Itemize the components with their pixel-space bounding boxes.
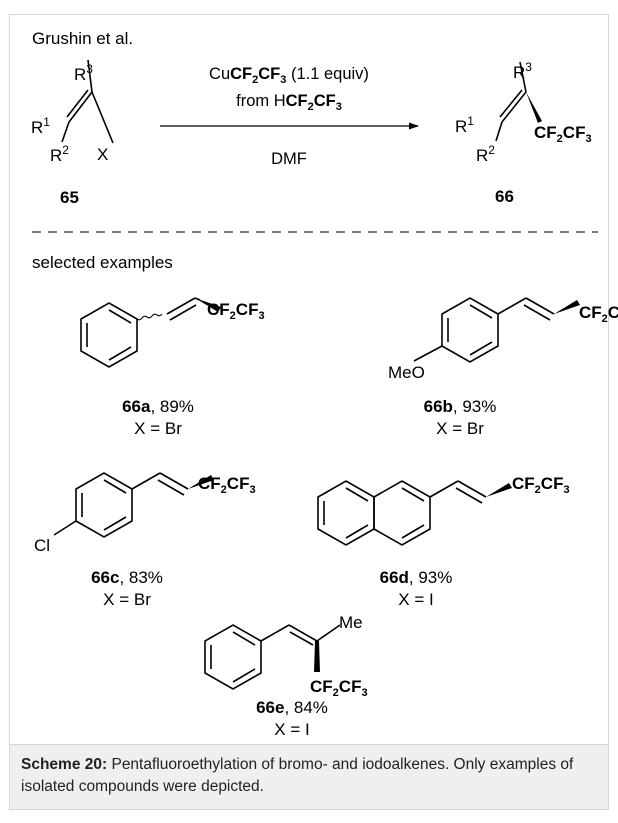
- compound-id-66b: 66b: [424, 397, 453, 416]
- reagent-text: CuCF2CF3 (1.1 equiv) from HCF2CF3 DMF: [209, 65, 369, 168]
- svg-text:66b, 93%: 66b, 93%: [424, 397, 497, 416]
- product-66-labels: R3 R1 CF2CF3 R2 66: [455, 60, 592, 206]
- svg-text:X = I: X = I: [398, 590, 433, 609]
- structure-66e: [204, 624, 341, 690]
- compound-id-66e: 66e: [256, 698, 284, 717]
- caption-text: Scheme 20: Pentafluoroethylation of brom…: [21, 754, 601, 798]
- svg-text:R1: R1: [455, 114, 474, 136]
- svg-text:66a, 89%: 66a, 89%: [122, 397, 194, 416]
- structure-66b: [413, 297, 555, 363]
- structure-66c: [53, 472, 189, 538]
- compound-id-66c: 66c: [91, 568, 119, 587]
- svg-text:X: X: [97, 145, 108, 164]
- svg-text:R1: R1: [31, 115, 50, 137]
- substituent-meo: MeO: [388, 363, 425, 382]
- svg-text:CF2CF3: CF2CF3: [534, 123, 592, 145]
- starting-material-65-labels: R3 R1 X R2 65: [31, 62, 108, 207]
- svg-text:CuCF2CF3 (1.1 equiv): CuCF2CF3 (1.1 equiv): [209, 65, 369, 86]
- scheme-panel: [9, 14, 609, 744]
- substituent-cl: Cl: [34, 536, 50, 555]
- solvent: DMF: [271, 150, 307, 168]
- scheme-drawing: Grushin et al. R3 R1 X R2 65 CuCF2CF3 (1…: [31, 29, 618, 739]
- examples-heading: selected examples: [32, 253, 173, 272]
- svg-text:R3: R3: [74, 62, 93, 84]
- caption-label: Scheme 20:: [21, 756, 108, 773]
- svg-text:R2: R2: [476, 143, 495, 165]
- group-66c: CF2CF3: [198, 474, 256, 496]
- compound-id-66a: 66a: [122, 397, 151, 416]
- group-66e: CF2CF3: [310, 677, 368, 699]
- svg-text:66c, 83%: 66c, 83%: [91, 568, 163, 587]
- product-66: [495, 61, 527, 142]
- svg-text:66e, 84%: 66e, 84%: [256, 698, 328, 717]
- starting-material-65: [61, 59, 114, 144]
- group-66d: CF2CF3: [512, 474, 570, 496]
- substituent-me: Me: [339, 613, 363, 632]
- compound-id-66: 66: [495, 187, 514, 206]
- svg-text:R2: R2: [50, 143, 69, 165]
- svg-text:66d, 93%: 66d, 93%: [380, 568, 453, 587]
- caption-box: Scheme 20: Pentafluoroethylation of brom…: [9, 744, 609, 810]
- svg-text:R3: R3: [513, 60, 532, 82]
- svg-text:X = Br: X = Br: [134, 419, 182, 438]
- group-66b: CF2CF3: [579, 303, 618, 325]
- group-66a: CF2CF3: [207, 300, 265, 322]
- svg-text:X = Br: X = Br: [103, 590, 151, 609]
- svg-text:from HCF2CF3: from HCF2CF3: [236, 92, 342, 113]
- attribution: Grushin et al.: [32, 29, 133, 48]
- structure-66a: [80, 297, 201, 368]
- compound-id-66d: 66d: [380, 568, 409, 587]
- caption-body: Pentafluoroethylation of bromo- and iodo…: [21, 756, 574, 795]
- svg-text:X = Br: X = Br: [436, 419, 484, 438]
- product-66-wedge: [526, 92, 542, 123]
- structure-66d: [317, 480, 487, 546]
- compound-id-65: 65: [60, 188, 79, 207]
- svg-text:X = I: X = I: [274, 720, 309, 739]
